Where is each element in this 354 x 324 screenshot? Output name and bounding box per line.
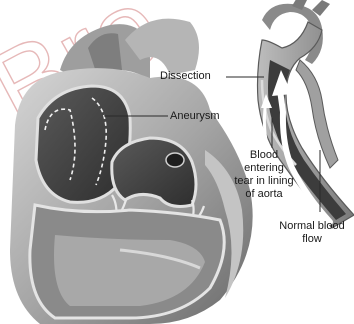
label-normal-flow-line-1: Normal blood — [272, 220, 352, 233]
label-blood-entering: Blood entering tear in lining of aorta — [222, 149, 306, 201]
label-blood-entering-line-1: Blood — [222, 149, 306, 162]
label-aneurysm: Aneurysm — [170, 110, 220, 123]
label-normal-flow: Normal blood flow — [272, 220, 352, 246]
label-blood-entering-line-3: tear in lining — [222, 175, 306, 188]
label-blood-entering-line-2: entering — [222, 162, 306, 175]
valve-opening — [166, 153, 184, 167]
label-normal-flow-line-2: flow — [272, 233, 352, 246]
label-blood-entering-line-4: of aorta — [222, 188, 306, 201]
label-dissection: Dissection — [160, 70, 211, 83]
right-chamber — [112, 138, 196, 206]
